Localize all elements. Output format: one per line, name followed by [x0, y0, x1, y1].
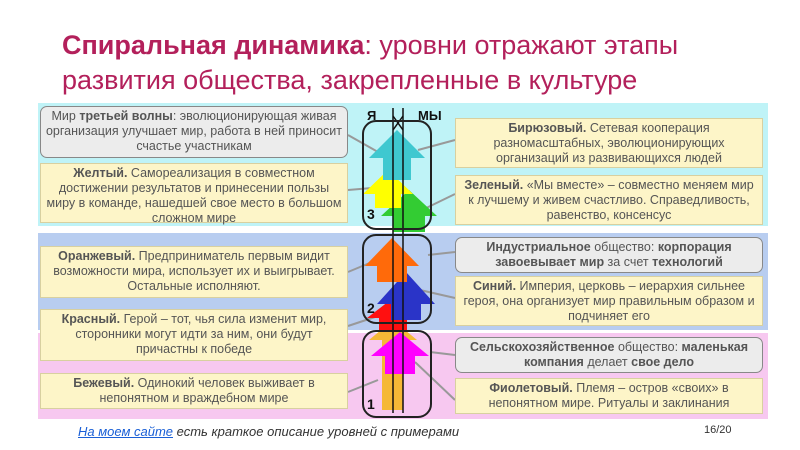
stage-number-1: 1: [367, 396, 375, 412]
header-ya: Я: [367, 108, 377, 123]
title-rest: : уровни отражают этапы развития обществ…: [62, 30, 679, 95]
industrial-box: Индустриальное общество: корпорация заво…: [455, 237, 763, 273]
orange-level-box: Оранжевый. Предприниматель первым видит …: [40, 246, 348, 298]
violet-level-box: Фиолетовый. Племя – остров «своих» в неп…: [455, 378, 763, 414]
turquoise-level-box: Бирюзовый. Сетевая кооперация разномасшт…: [455, 118, 763, 168]
turquoise-arrow: [369, 130, 425, 180]
orange-arrow: [365, 238, 419, 282]
header-my: МЫ: [418, 108, 442, 123]
title-bold: Спиральная динамика: [62, 30, 365, 60]
magenta-arrow: [371, 332, 429, 374]
yellow-level-box: Желтый. Самореализация в совместном дост…: [40, 163, 348, 225]
blue-level-box: Синий. Империя, церковь – иерархия сильн…: [455, 276, 763, 326]
third-wave-box: Мир третьей волны: эволюционирующая жива…: [40, 106, 348, 158]
stage-1-frame: [362, 330, 432, 418]
red-level-box: Красный. Герой – тот, чья сила изменит м…: [40, 309, 348, 361]
stage-3-frame: [362, 120, 432, 230]
footer-note: На моем сайте есть краткое описание уров…: [78, 424, 459, 439]
title: Спиральная динамика: уровни отражают эта…: [62, 28, 782, 98]
stage-2-frame: [362, 234, 432, 324]
site-link[interactable]: На моем сайте: [78, 424, 173, 439]
page-number: 16/20: [704, 424, 732, 436]
beige-level-box: Бежевый. Одинокий человек выживает в неп…: [40, 373, 348, 409]
stage-number-3: 3: [367, 206, 375, 222]
yellow-arrow: [363, 170, 413, 208]
stage-number-2: 2: [367, 300, 375, 316]
green-level-box: Зеленый. «Мы вместе» – совместно меняем …: [455, 175, 763, 225]
agricultural-box: Сельскохозяйственное общество: маленькая…: [455, 337, 763, 373]
blue-arrow: [377, 272, 435, 320]
footer-text: есть краткое описание уровней с примерам…: [173, 424, 460, 439]
